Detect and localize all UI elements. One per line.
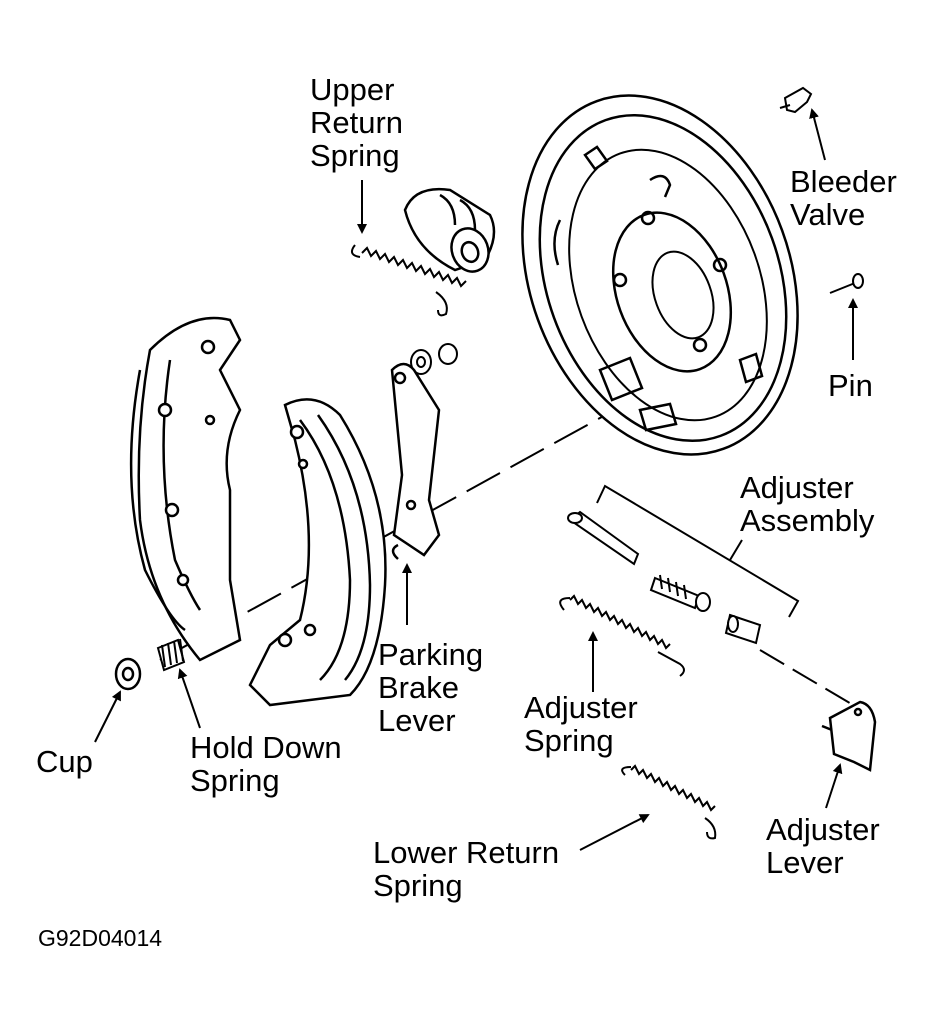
label-bleeder-valve: Bleeder Valve: [790, 165, 897, 231]
left-brake-shoe: [129, 316, 242, 662]
bleeder-valve-part: [779, 86, 813, 114]
adjuster-assembly-parts: [567, 510, 762, 645]
label-adjuster-lever: Adjuster Lever: [766, 813, 880, 879]
lever-nuts: [410, 343, 458, 375]
hold-down-spring-part: [156, 638, 186, 672]
label-line: Brake: [378, 670, 459, 705]
label-line: Assembly: [740, 503, 875, 538]
label-line: Lever: [766, 845, 844, 880]
lower-return-spring-part: [621, 764, 717, 840]
adjuster-lever-part: [821, 700, 877, 772]
label-line: Lower Return: [373, 835, 560, 870]
cup-part: [114, 657, 142, 691]
label-line: Adjuster: [766, 812, 880, 847]
label-lower-return-spring: Lower Return Spring: [373, 836, 559, 902]
label-line: Valve: [790, 197, 866, 232]
adjuster-bracket: [596, 484, 800, 618]
label-parking-brake-lever: Parking Brake Lever: [378, 638, 483, 737]
label-line: Bleeder: [790, 164, 897, 199]
label-line: Spring: [310, 138, 400, 173]
label-line: Spring: [190, 763, 280, 798]
arrow-cup: [94, 690, 121, 743]
arrow-adjuster-lever: [825, 763, 843, 809]
label-line: Return: [310, 105, 404, 140]
label-line: Cup: [36, 744, 93, 779]
right-brake-shoe: [248, 398, 387, 707]
adjuster-spring-part: [559, 594, 685, 677]
label-adjuster-spring: Adjuster Spring: [524, 691, 638, 757]
arrow-hold-down-spring: [177, 668, 201, 729]
arrow-lower-return-spring: [579, 814, 650, 851]
arrow-bleeder-valve: [809, 108, 826, 161]
label-upper-return-spring: Upper Return Spring: [310, 73, 403, 172]
figure-id: G92D04014: [38, 925, 163, 951]
label-line: Spring: [373, 868, 463, 903]
label-line: Adjuster: [740, 470, 854, 505]
parking-brake-lever-part: [390, 362, 441, 560]
label-line: Adjuster: [524, 690, 638, 725]
label-cup: Cup: [36, 745, 93, 778]
backing-plate: [521, 94, 799, 456]
leader-arrows: [94, 108, 858, 851]
label-line: Lever: [378, 703, 456, 738]
label-adjuster-assembly: Adjuster Assembly: [740, 471, 874, 537]
pin-part: [829, 273, 864, 294]
wheel-cylinder: [403, 187, 496, 273]
upper-return-spring-part: [350, 244, 467, 317]
label-pin: Pin: [828, 369, 873, 402]
label-line: Spring: [524, 723, 614, 758]
label-line: Parking: [378, 637, 484, 672]
label-line: Pin: [828, 368, 873, 403]
label-hold-down-spring: Hold Down Spring: [190, 731, 342, 797]
label-line: Upper: [310, 72, 395, 107]
label-line: Hold Down: [190, 730, 342, 765]
